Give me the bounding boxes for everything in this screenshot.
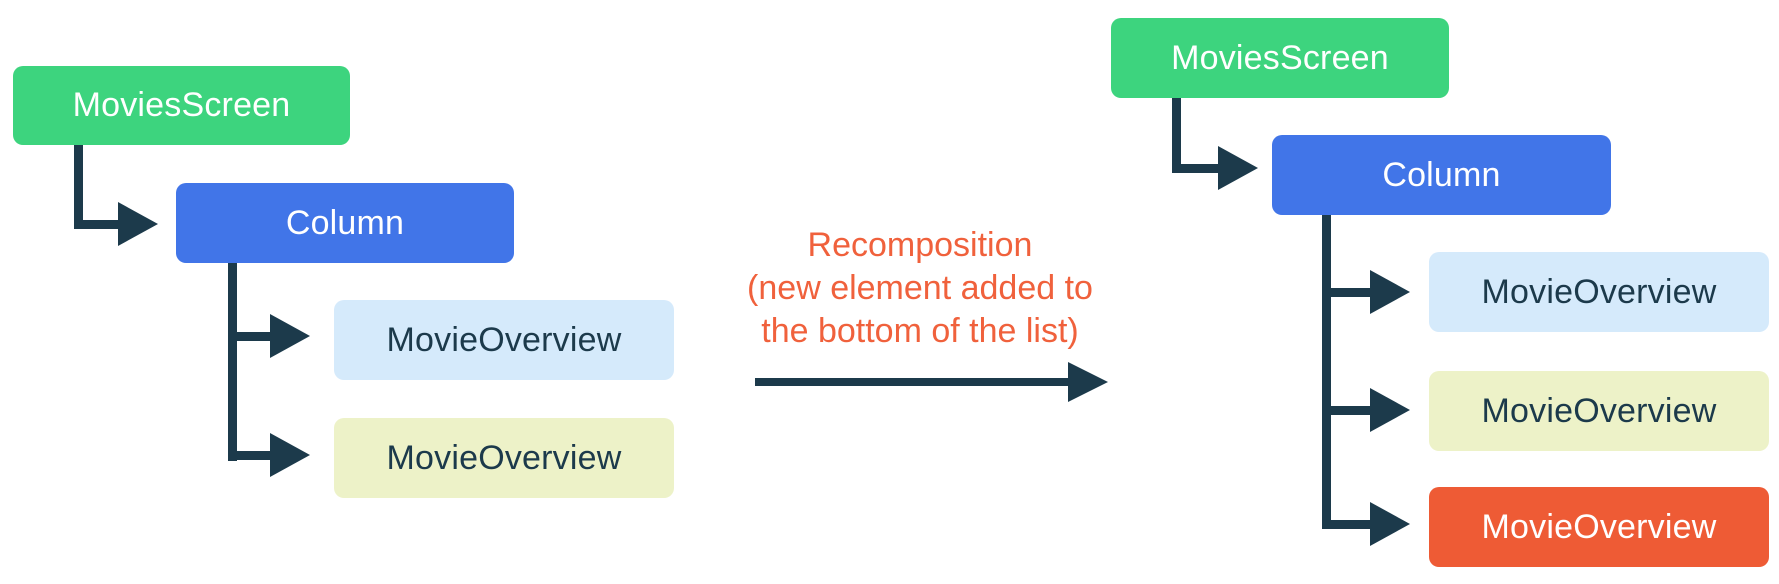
right-branch-3-horizontal bbox=[1322, 520, 1372, 529]
annotation-line-1: Recomposition bbox=[807, 226, 1033, 264]
right-tree-movieoverview-node-3-new: MovieOverview bbox=[1429, 487, 1769, 567]
arrow-head-icon bbox=[270, 314, 310, 358]
right-root-connector-horizontal bbox=[1172, 164, 1220, 173]
right-root-connector-vertical bbox=[1172, 98, 1181, 173]
left-root-connector-horizontal bbox=[74, 220, 120, 229]
left-tree-movieoverview-node-1: MovieOverview bbox=[334, 300, 674, 380]
arrow-head-icon bbox=[1370, 270, 1410, 314]
right-tree-movieoverview-node-1: MovieOverview bbox=[1429, 252, 1769, 332]
annotation-line-2: (new element added to bbox=[747, 269, 1093, 307]
arrow-head-icon bbox=[270, 433, 310, 477]
right-branch-2-horizontal bbox=[1322, 406, 1372, 415]
right-column-trunk-vertical bbox=[1322, 215, 1331, 528]
right-tree-moviesscreen-node: MoviesScreen bbox=[1111, 18, 1449, 98]
arrow-head-icon bbox=[1218, 146, 1258, 190]
recomposition-annotation: Recomposition (new element added to the … bbox=[720, 224, 1120, 353]
arrow-head-icon bbox=[1370, 502, 1410, 546]
left-tree-movieoverview-node-2: MovieOverview bbox=[334, 418, 674, 498]
arrow-head-icon bbox=[1370, 388, 1410, 432]
right-branch-1-horizontal bbox=[1322, 288, 1372, 297]
arrow-head-icon bbox=[118, 202, 158, 246]
recomposition-arrow-shaft bbox=[755, 378, 1070, 386]
left-tree-column-node: Column bbox=[176, 183, 514, 263]
left-tree-moviesscreen-node: MoviesScreen bbox=[13, 66, 350, 145]
right-tree-column-node: Column bbox=[1272, 135, 1611, 215]
arrow-head-icon bbox=[1068, 362, 1108, 402]
left-branch-2-horizontal bbox=[228, 451, 272, 460]
left-branch-1-horizontal bbox=[228, 332, 272, 341]
annotation-line-3: the bottom of the list) bbox=[761, 312, 1079, 350]
left-root-connector-vertical bbox=[74, 145, 83, 229]
right-tree-movieoverview-node-2: MovieOverview bbox=[1429, 371, 1769, 451]
left-column-trunk-vertical bbox=[228, 263, 237, 461]
